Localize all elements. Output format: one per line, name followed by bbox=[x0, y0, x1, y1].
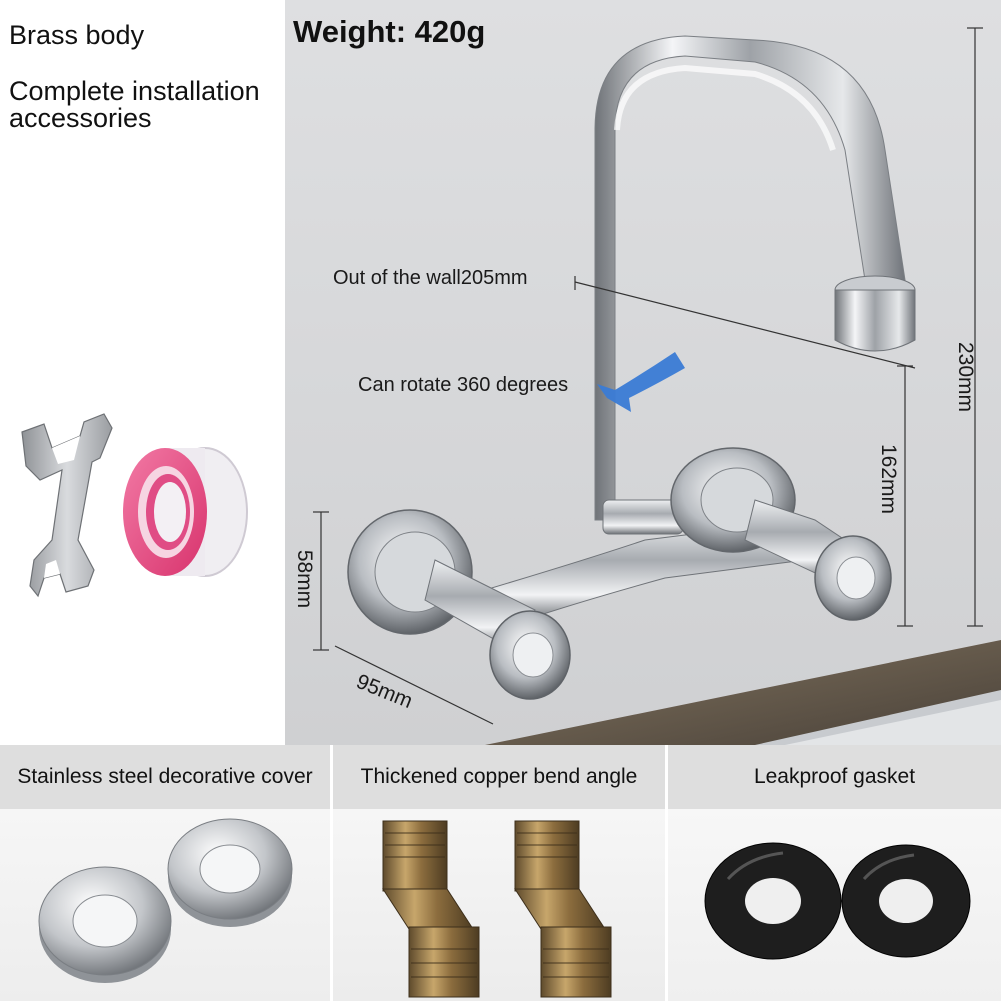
gasket-icon bbox=[704, 842, 971, 960]
wrench-icon bbox=[21, 413, 113, 598]
spout-height-label: 162mm bbox=[877, 443, 901, 515]
copper-bend-image bbox=[333, 809, 665, 1001]
product-photo bbox=[285, 0, 1001, 745]
feature-brass-body: Brass body bbox=[9, 20, 145, 50]
decorative-cover-image bbox=[0, 809, 330, 1001]
accessory-illustrations bbox=[21, 413, 248, 598]
card-title-gasket: Leakproof gasket bbox=[668, 745, 1001, 809]
accessories-panel bbox=[0, 0, 285, 745]
rotation-label: Can rotate 360 degrees bbox=[358, 374, 569, 396]
rotate-arrow-icon bbox=[597, 352, 685, 412]
card-divider bbox=[665, 745, 668, 1001]
weight-label: Weight: 420g bbox=[293, 14, 486, 49]
feature-accessories: Complete installation accessories bbox=[9, 76, 260, 133]
body-height-label: 58mm bbox=[293, 549, 317, 609]
card-divider bbox=[330, 745, 333, 1001]
copper-bend-icon bbox=[382, 820, 612, 998]
gasket-image bbox=[668, 809, 1001, 1001]
card-title-decorative-cover: Stainless steel decorative cover bbox=[0, 745, 330, 809]
total-height-label: 230mm bbox=[954, 341, 978, 413]
decorative-cover-icon bbox=[38, 818, 293, 983]
faucet-image bbox=[313, 27, 1001, 745]
ptfe-tape-icon bbox=[123, 447, 248, 577]
card-title-copper-bend: Thickened copper bend angle bbox=[333, 745, 665, 809]
out-of-wall-label: Out of the wall205mm bbox=[333, 267, 528, 289]
